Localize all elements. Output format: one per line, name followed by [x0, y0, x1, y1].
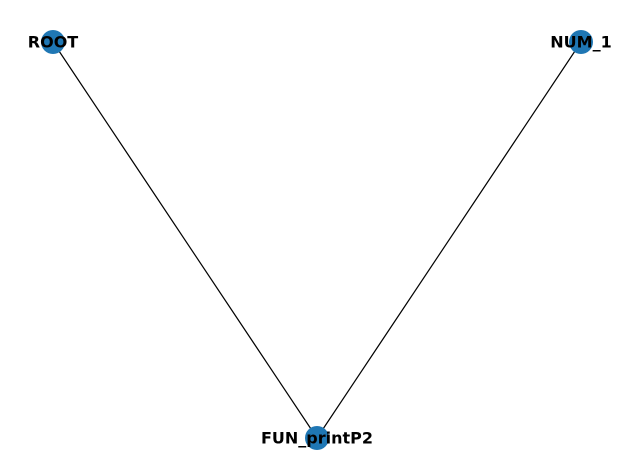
- node-label-fun-printp2: FUN_printP2: [261, 429, 373, 448]
- node-label-root: ROOT: [28, 33, 79, 52]
- edges-layer: [52, 41, 582, 439]
- node-label-num1: NUM_1: [550, 33, 611, 52]
- node-fun-printp2: [305, 426, 329, 450]
- node-root: [41, 30, 65, 54]
- nodes-layer: [41, 30, 593, 450]
- edge-root-to-fun-printp2: [52, 41, 318, 439]
- labels-layer: ROOT NUM_1 FUN_printP2: [28, 33, 612, 448]
- node-num1: [569, 30, 593, 54]
- edge-num1-to-fun-printp2: [316, 41, 582, 439]
